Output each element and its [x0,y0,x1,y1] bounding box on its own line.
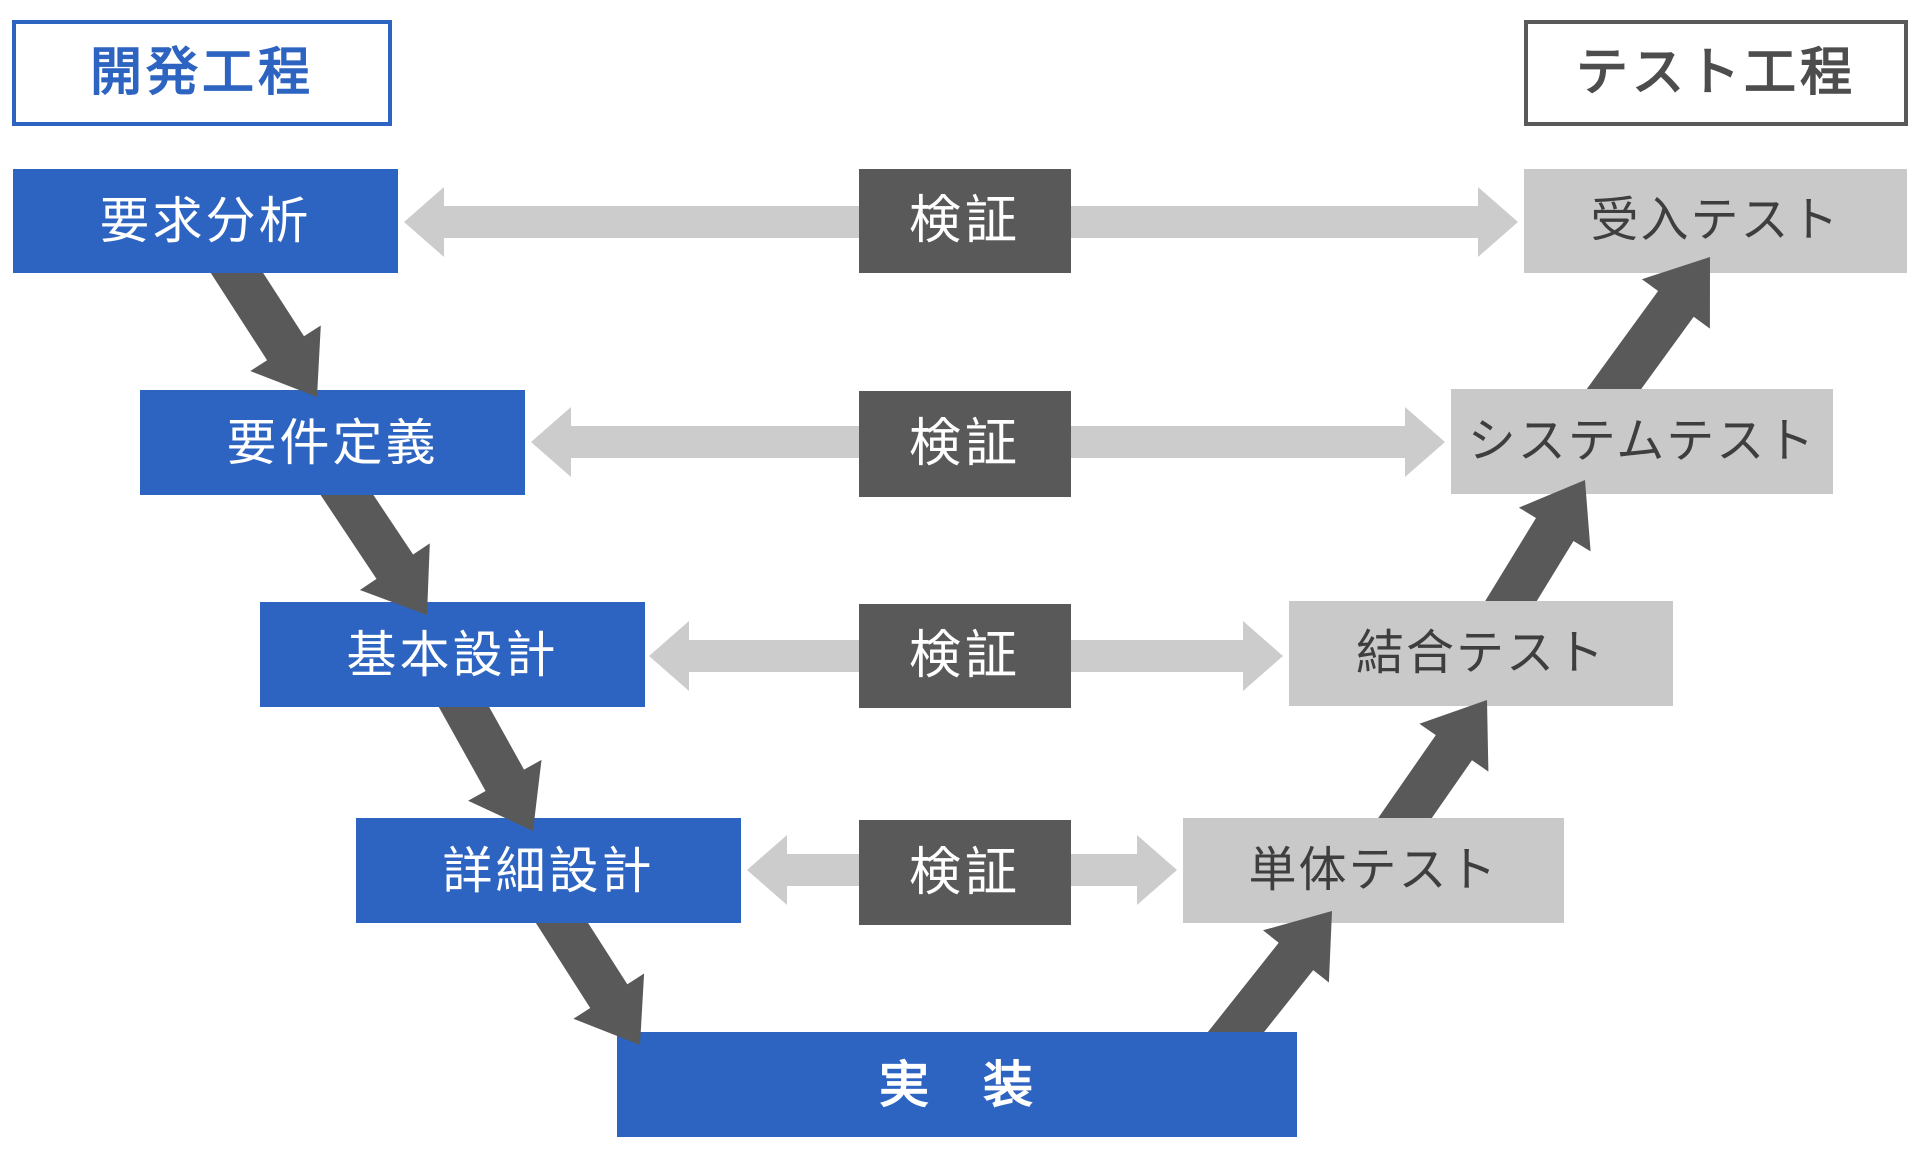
verify-box-row1: 検証 [859,169,1071,273]
stage-requirement-analysis-label: 要求分析 [99,193,312,249]
verify-box-row4: 検証 [859,820,1071,925]
verify-box-row4-label: 検証 [908,843,1021,902]
stage-acceptance-test-label: 受入テスト [1590,194,1841,247]
verify-box-row2: 検証 [859,391,1071,497]
stage-detailed-design-label: 詳細設計 [442,842,655,899]
verify-box-row3: 検証 [859,604,1071,708]
test-process-header-label: テスト工程 [1575,44,1856,102]
stage-system-test-label: システムテスト [1467,414,1817,468]
stage-integration-test: 結合テスト [1289,601,1673,706]
stage-integration-test-label: 結合テスト [1355,626,1606,680]
verify-box-row1-label: 検証 [908,192,1021,250]
stage-basic-design: 基本設計 [260,602,645,707]
stage-requirement-definition: 要件定義 [140,390,525,495]
stage-unit-test-label: 単体テスト [1248,843,1499,897]
verify-box-row3-label: 検証 [908,627,1021,685]
dev-process-header-label: 開発工程 [89,44,314,102]
stage-implementation-label: 実 装 [879,1056,1035,1113]
stage-detailed-design: 詳細設計 [356,818,741,923]
stage-system-test: システムテスト [1451,389,1833,494]
stage-unit-test: 単体テスト [1183,818,1564,923]
test-process-header: テスト工程 [1524,20,1908,126]
stage-acceptance-test: 受入テスト [1524,169,1907,273]
verify-box-row2-label: 検証 [908,415,1021,473]
dev-process-header: 開発工程 [12,20,392,126]
stage-basic-design-label: 基本設計 [346,626,559,683]
stage-requirement-analysis: 要求分析 [13,169,398,273]
stage-requirement-definition-label: 要件定義 [226,414,439,471]
stage-implementation: 実 装 [617,1032,1297,1137]
